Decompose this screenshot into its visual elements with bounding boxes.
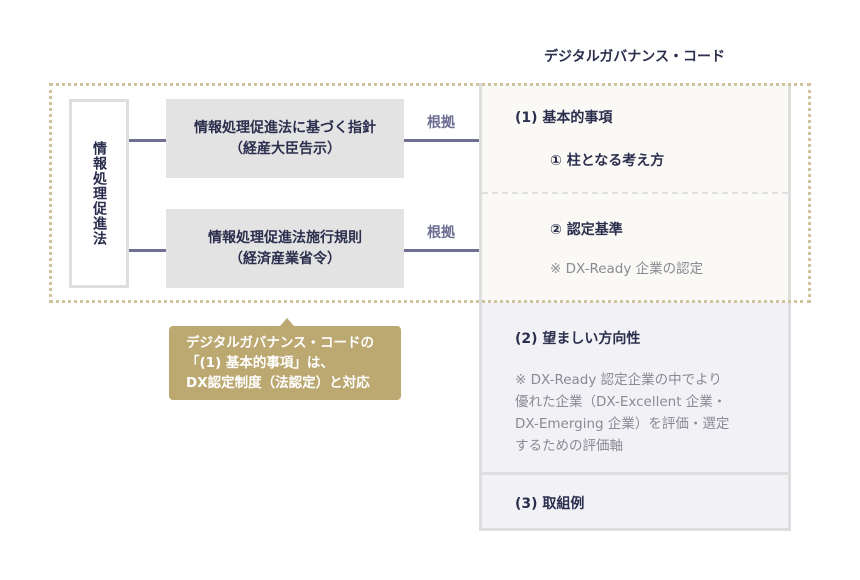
section-2-note: ※ DX-Ready 認定企業の中でより 優れた企業（DX-Excellent …	[515, 369, 729, 457]
basis-label: 根拠	[427, 115, 455, 131]
note-line: DX-Emerging 企業）を評価・選定	[515, 416, 730, 432]
section-1-title: (1) 基本的事項	[515, 110, 613, 126]
section-3-title: (3) 取組例	[515, 496, 585, 512]
callout-pointer	[280, 318, 294, 326]
section-1-item-2: ② 認定基準	[550, 222, 623, 238]
note-line: するための評価軸	[515, 438, 623, 454]
note-line: ※ DX-Ready 認定企業の中でより	[515, 372, 722, 388]
callout-note: デジタルガバナンス・コードの 「(1) 基本的事項」は、 DX認定制度（法認定）…	[169, 326, 401, 400]
law-label: 情報処理促進法	[91, 141, 107, 246]
connector-line	[129, 139, 166, 142]
connector-line	[404, 249, 479, 252]
guideline-title: 情報処理促進法に基づく指針	[194, 119, 376, 136]
section-2-title: (2) 望ましい方向性	[515, 331, 641, 347]
basis-label: 根拠	[427, 225, 455, 241]
note-line: 優れた企業（DX-Excellent 企業・	[515, 394, 727, 410]
section-1-note: ※ DX-Ready 企業の認定	[550, 261, 704, 277]
guideline-subtitle: （経産大臣告示）	[229, 140, 341, 157]
connector-line	[129, 249, 166, 252]
section-divider	[482, 472, 788, 475]
law-box: 情報処理促進法	[69, 99, 129, 288]
rule-subtitle: （経済産業省令）	[229, 250, 341, 267]
rule-box: 情報処理促進法施行規則 （経済産業省令）	[166, 209, 404, 288]
callout-line: DX認定制度（法認定）と対応	[186, 375, 370, 391]
section-divider	[482, 192, 788, 194]
connector-line	[404, 139, 479, 142]
callout-line: デジタルガバナンス・コードの	[186, 335, 375, 351]
guideline-box: 情報処理促進法に基づく指針 （経産大臣告示）	[166, 99, 404, 178]
callout-line: 「(1) 基本的事項」は、	[186, 355, 334, 371]
code-title: デジタルガバナンス・コード	[543, 49, 726, 65]
section-1-item-1: ① 柱となる考え方	[550, 153, 665, 169]
rule-title: 情報処理促進法施行規則	[208, 229, 362, 246]
